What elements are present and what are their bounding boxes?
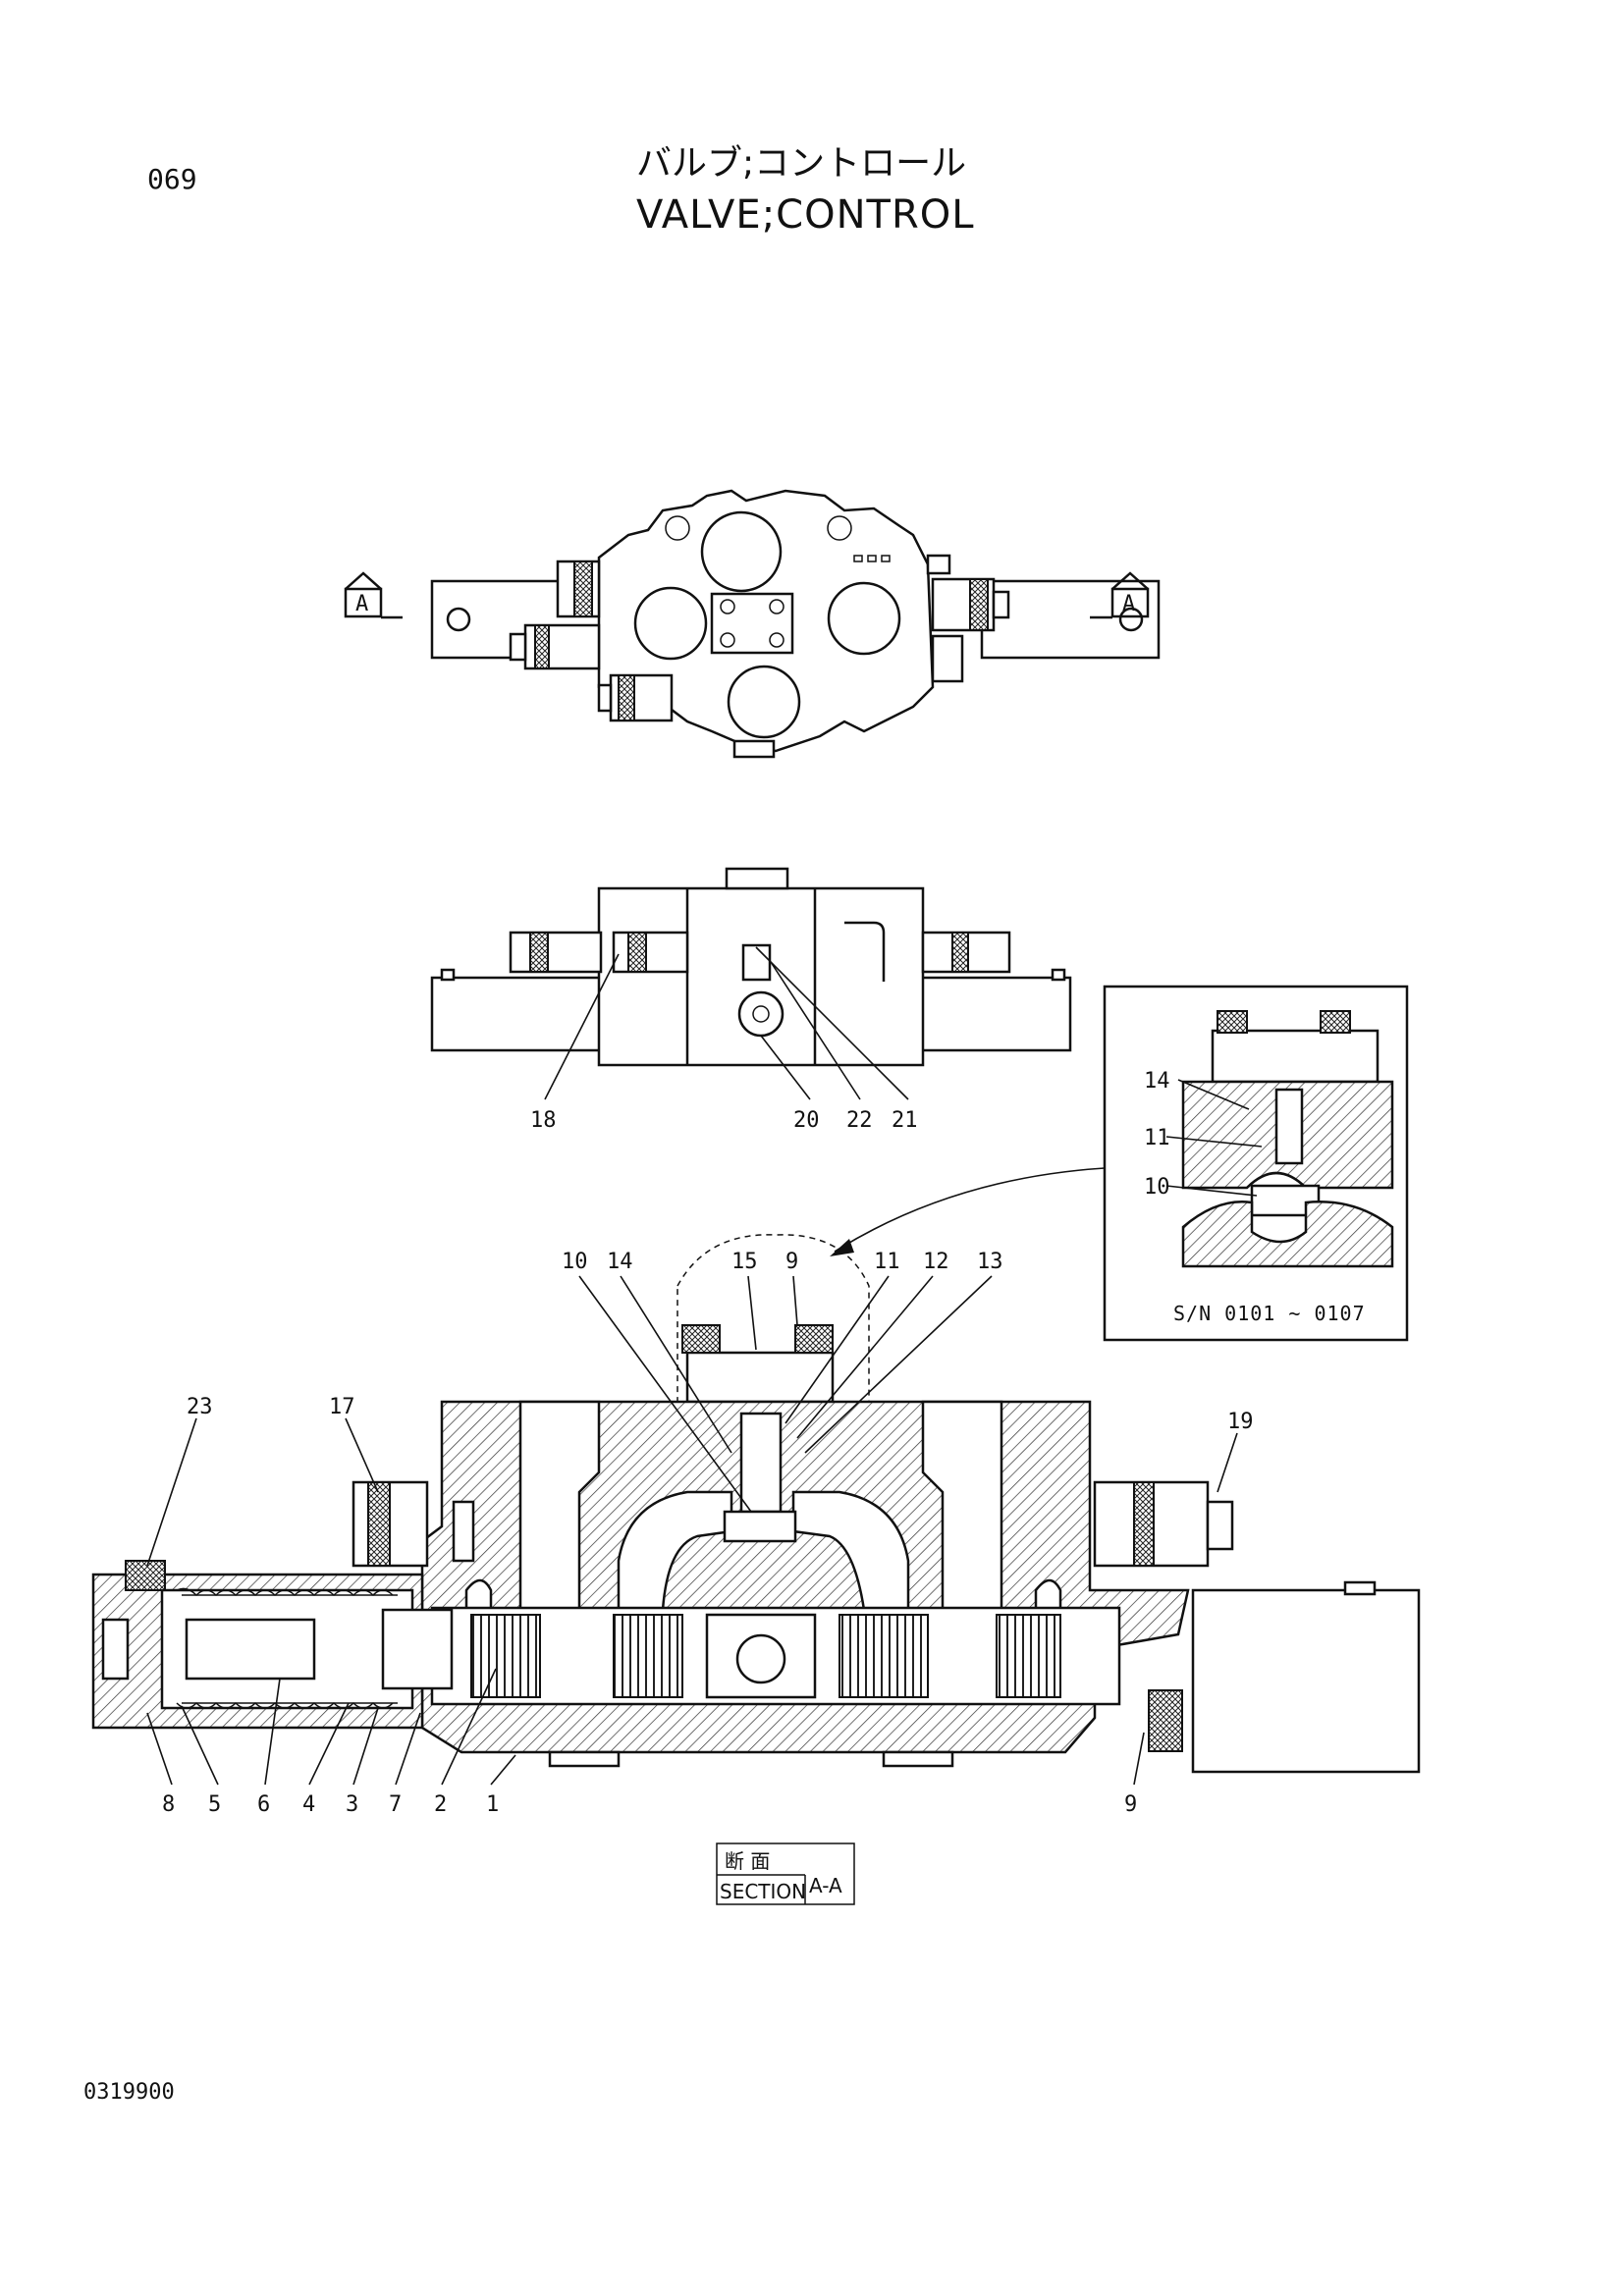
- callout-bottom-3: 3: [346, 1792, 358, 1817]
- callout-bottom-7: 7: [389, 1792, 402, 1817]
- callout-19: 19: [1227, 1410, 1254, 1434]
- top-view: A A: [344, 489, 1161, 759]
- callout-top-15: 15: [731, 1250, 758, 1274]
- section-label-letters: A-A: [809, 1874, 842, 1897]
- section-marker-left-label: A: [355, 592, 368, 616]
- section-a-a: 10 14 15 9 11 12 13 23 17 19 8 5 6 4 3 7…: [91, 1234, 1421, 1905]
- section-marker-right: A: [1090, 571, 1150, 619]
- callout-top-14: 14: [607, 1250, 633, 1274]
- callout-top-11: 11: [874, 1250, 900, 1274]
- section-label-box: 断 面 SECTION A-A: [716, 1842, 855, 1905]
- callout-bottom-9: 9: [1124, 1792, 1137, 1817]
- section-marker-left: A: [344, 571, 403, 619]
- callout-bottom-6: 6: [257, 1792, 270, 1817]
- callout-18: 18: [530, 1108, 557, 1133]
- callout-bottom-1: 1: [486, 1792, 499, 1817]
- detail-callout-11: 11: [1144, 1126, 1170, 1150]
- callout-20: 20: [793, 1108, 820, 1133]
- callout-bottom-4: 4: [302, 1792, 315, 1817]
- callout-top-12: 12: [923, 1250, 949, 1274]
- section-marker-right-label: A: [1122, 592, 1135, 616]
- callout-21: 21: [892, 1108, 918, 1133]
- callout-top-9: 9: [785, 1250, 798, 1274]
- detail-inset: 14 11 10 S/N 0101 ~ 0107: [830, 985, 1409, 1342]
- callout-bottom-8: 8: [162, 1792, 175, 1817]
- section-label-word: SECTION: [720, 1880, 806, 1903]
- section-label-japanese: 断 面: [725, 1849, 770, 1873]
- page-number: 069: [147, 163, 197, 195]
- front-view: 18 20 22 21: [430, 867, 1072, 1133]
- callout-top-13: 13: [977, 1250, 1003, 1274]
- callout-top-10: 10: [562, 1250, 588, 1274]
- callout-23: 23: [187, 1395, 213, 1419]
- title-japanese: バルブ;コントロール: [636, 143, 966, 184]
- callout-bottom-5: 5: [208, 1792, 221, 1817]
- title-english: VALVE;CONTROL: [636, 192, 975, 238]
- drawing-code: 0319900: [83, 2080, 175, 2105]
- callout-22: 22: [846, 1108, 873, 1133]
- detail-callout-10: 10: [1144, 1175, 1170, 1200]
- detail-callout-14: 14: [1144, 1069, 1170, 1094]
- callout-17: 17: [329, 1395, 355, 1419]
- callout-bottom-2: 2: [434, 1792, 447, 1817]
- serial-range: S/N 0101 ~ 0107: [1173, 1302, 1366, 1325]
